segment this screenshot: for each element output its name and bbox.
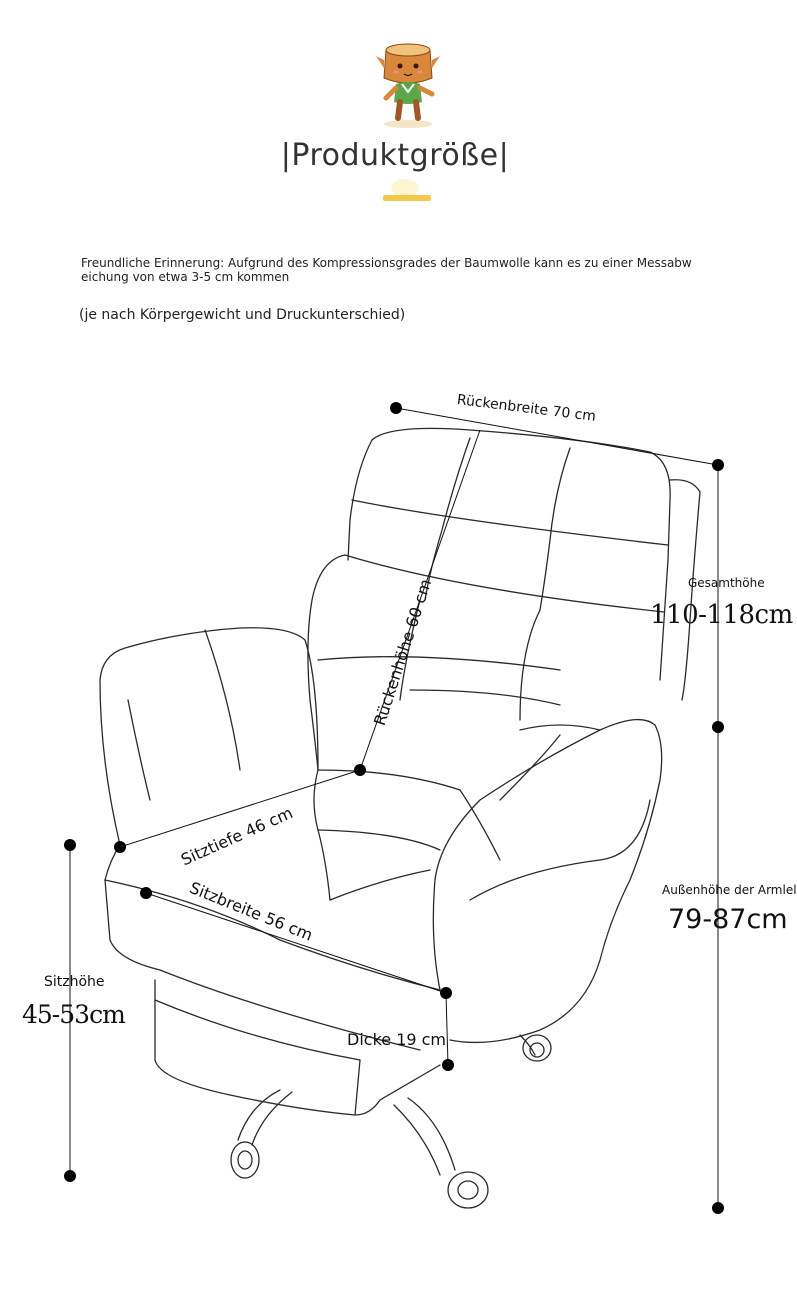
page-title: |Produktgröße|: [280, 138, 510, 173]
dimension-marker: [712, 459, 724, 471]
seat-height-title: Sitzhöhe: [44, 974, 105, 990]
title-underline-accent: [383, 179, 431, 201]
measurement-reminder: Freundliche Erinnerung: Aufgrund des Kom…: [81, 256, 692, 284]
total-height-title: Gesamthöhe: [688, 576, 765, 590]
left-armrest-outline: [99, 627, 319, 846]
dimension-marker: [354, 764, 366, 776]
dimension-marker: [442, 1059, 454, 1071]
dimension-marker: [390, 402, 402, 414]
caster-wheel: [230, 1141, 260, 1179]
dimension-marker: [712, 721, 724, 733]
backrest-outline: [371, 427, 671, 681]
seat-height-value: 45-53cm: [22, 1000, 126, 1029]
thickness-label: Dicke 19 cm: [347, 1030, 447, 1049]
total-height-value: 110-118cm: [650, 600, 793, 630]
caster-wheel: [522, 1034, 552, 1062]
dimension-marker: [114, 841, 126, 853]
armrest-height-title: Außenhöhe der Armlel: [662, 883, 797, 897]
right-armrest-outline: [432, 718, 663, 1044]
dimension-marker: [64, 1170, 76, 1182]
dimension-marker: [64, 839, 76, 851]
weight-note: (je nach Körpergewicht und Druckuntersch…: [79, 307, 406, 323]
tree-stump-mascot-icon: [376, 43, 440, 128]
caster-wheel: [447, 1171, 489, 1209]
armrest-height-value: 79-87cm: [668, 904, 788, 935]
dimension-marker: [140, 887, 152, 899]
dimension-marker: [440, 987, 452, 999]
dimension-marker: [712, 1202, 724, 1214]
